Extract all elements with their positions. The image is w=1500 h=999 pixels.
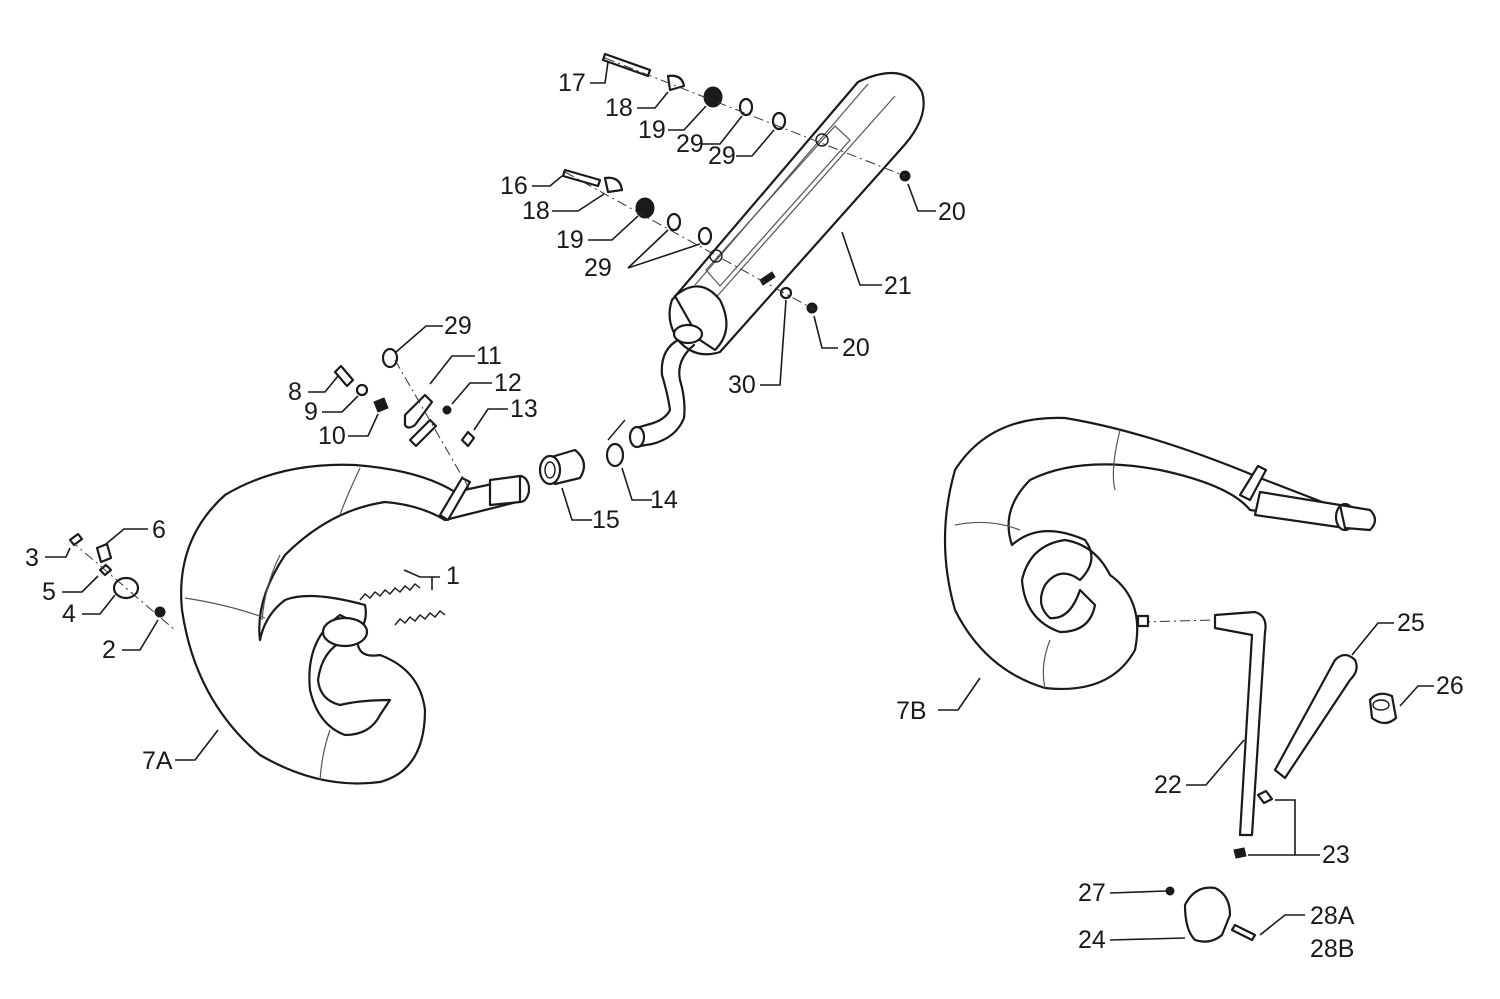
callout-18a: 18 bbox=[605, 94, 633, 122]
callout-27: 27 bbox=[1078, 879, 1106, 907]
callout-29d: 29 bbox=[584, 254, 612, 282]
callout-7B: 7B bbox=[896, 697, 927, 725]
springs-1 bbox=[359, 583, 446, 626]
callout-1: 1 bbox=[446, 562, 460, 590]
hardware-silencer-mount bbox=[561, 52, 911, 314]
callout-2: 2 bbox=[102, 636, 116, 664]
valve-24 bbox=[1165, 886, 1257, 943]
tube-22 bbox=[1136, 610, 1267, 837]
callout-20b: 20 bbox=[842, 334, 870, 362]
callout-7A: 7A bbox=[142, 747, 173, 775]
callout-21: 21 bbox=[884, 272, 912, 300]
outlet-pipe bbox=[628, 338, 696, 449]
callout-26: 26 bbox=[1436, 672, 1464, 700]
callout-12: 12 bbox=[494, 369, 522, 397]
header-pipe-7B bbox=[943, 416, 1377, 690]
callout-24: 24 bbox=[1078, 926, 1106, 954]
callout-19b: 19 bbox=[556, 226, 584, 254]
callout-13: 13 bbox=[510, 395, 538, 423]
callout-10: 10 bbox=[318, 422, 346, 450]
silencer-21 bbox=[668, 72, 925, 356]
callout-29c: 29 bbox=[708, 142, 736, 170]
fitting-23 bbox=[1233, 789, 1274, 859]
callout-29a: 29 bbox=[444, 312, 472, 340]
callout-19a: 19 bbox=[638, 116, 666, 144]
callout-5: 5 bbox=[42, 578, 56, 606]
callout-25: 25 bbox=[1397, 609, 1425, 637]
leader-lines bbox=[45, 61, 1434, 941]
hardware-bracket bbox=[333, 347, 476, 491]
callout-20a: 20 bbox=[938, 198, 966, 226]
cap-26 bbox=[1368, 692, 1398, 725]
tube-25 bbox=[1273, 653, 1358, 780]
callout-28A: 28A bbox=[1310, 902, 1355, 930]
callout-6: 6 bbox=[152, 516, 166, 544]
callout-16: 16 bbox=[500, 172, 528, 200]
callout-11: 11 bbox=[476, 342, 502, 370]
hardware-left bbox=[68, 532, 176, 631]
callout-3: 3 bbox=[25, 544, 39, 572]
clamp-14 bbox=[605, 419, 626, 468]
callout-23: 23 bbox=[1322, 841, 1350, 869]
callout-labels: 1 2 3 4 5 6 7A 8 9 10 11 12 13 14 15 16 … bbox=[25, 69, 1464, 963]
callout-28B: 28B bbox=[1310, 935, 1354, 963]
header-pipe-7A bbox=[180, 463, 531, 785]
callout-17: 17 bbox=[558, 69, 586, 97]
callout-30: 30 bbox=[728, 371, 756, 399]
callout-9: 9 bbox=[304, 398, 318, 426]
callout-8: 8 bbox=[288, 378, 302, 406]
callout-29b: 29 bbox=[676, 130, 704, 158]
callout-15: 15 bbox=[592, 506, 620, 534]
callout-18b: 18 bbox=[522, 197, 550, 225]
callout-22: 22 bbox=[1154, 771, 1182, 799]
callout-4: 4 bbox=[62, 600, 76, 628]
seal-15 bbox=[538, 448, 586, 486]
callout-14: 14 bbox=[650, 486, 678, 514]
